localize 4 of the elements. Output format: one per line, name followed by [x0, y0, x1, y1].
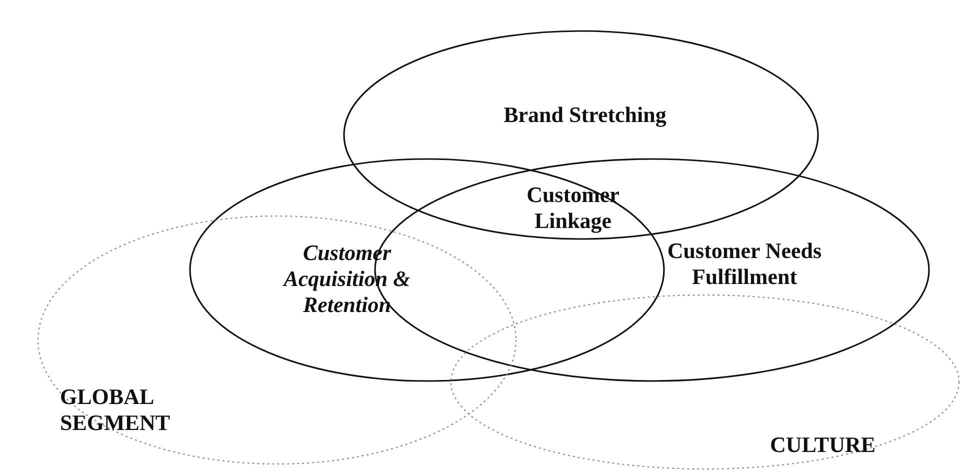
set-label: Brand Stretching [502, 102, 668, 128]
set-label: GLOBAL SEGMENT [60, 384, 172, 436]
set-label: CULTURE [770, 432, 877, 458]
set-label: Customer Needs Fulfillment [666, 238, 823, 290]
